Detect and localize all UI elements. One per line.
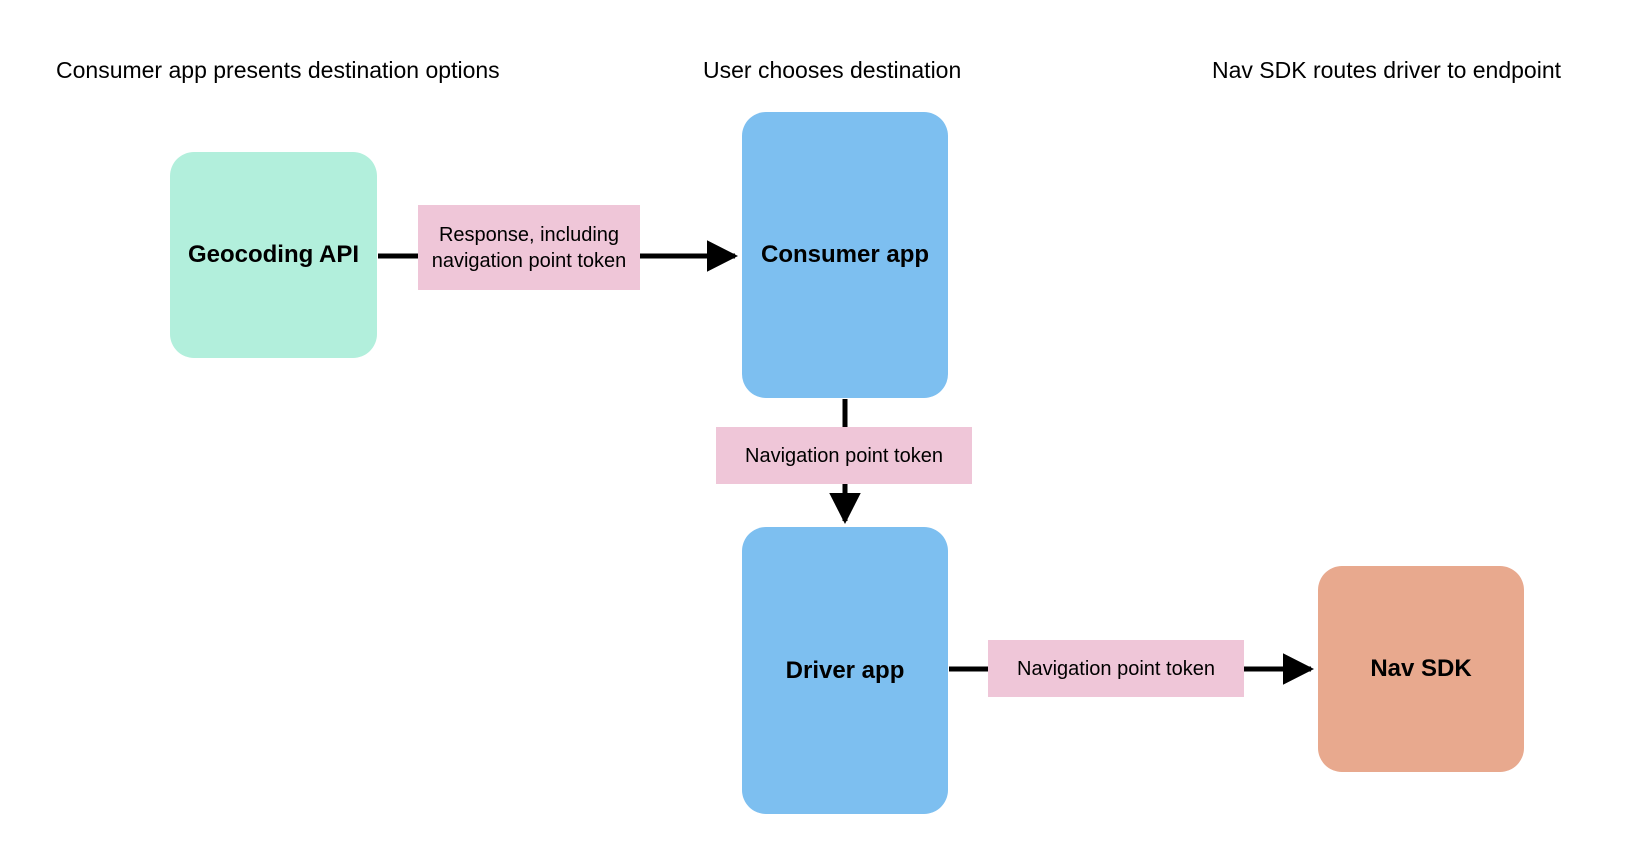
node-nav-sdk-label: Nav SDK (1370, 655, 1472, 682)
node-geocoding-api-label: Geocoding API (187, 241, 360, 268)
column-header-nav-sdk: Nav SDK routes driver to endpoint (1212, 57, 1562, 83)
node-driver-app-label: Driver app (785, 656, 905, 684)
column-header-consumer: Consumer app presents destination option… (56, 57, 500, 83)
node-geocoding-api[interactable]: Geocoding API (170, 152, 377, 358)
edge-label-nav-token-consumer-driver: Navigation point token (716, 427, 972, 484)
node-consumer-app[interactable]: Consumer app (742, 112, 948, 398)
edge-label-nav-token-driver-navsdk: Navigation point token (988, 640, 1244, 697)
node-nav-sdk[interactable]: Nav SDK (1318, 566, 1524, 772)
edge-label-response: Response, including navigation point tok… (418, 205, 640, 290)
node-driver-app[interactable]: Driver app (742, 527, 948, 814)
column-header-user-choice: User chooses destination (703, 57, 962, 83)
node-consumer-app-label: Consumer app (760, 241, 930, 268)
